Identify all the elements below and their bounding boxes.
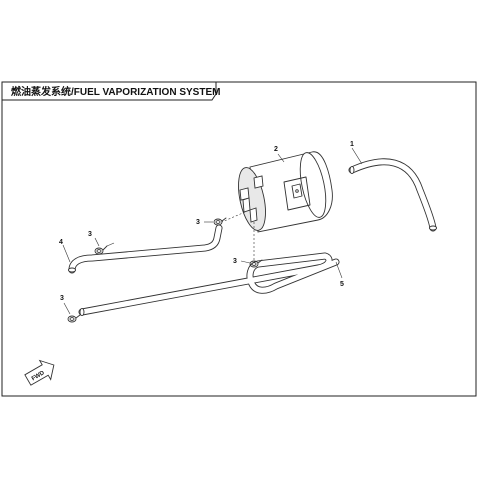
callout-1: 1 <box>350 141 354 148</box>
callout-3: 3 <box>60 295 64 302</box>
diagram-frame <box>1 81 477 397</box>
part-clamp-3c[interactable]: 3 <box>233 258 263 268</box>
title-block: 燃油蒸发系统/FUEL VAPORIZATION SYSTEM <box>1 81 220 101</box>
diagram-title: 燃油蒸发系统/FUEL VAPORIZATION SYSTEM <box>11 85 220 98</box>
forward-arrow-icon: FWD <box>24 359 55 386</box>
callout-5: 5 <box>340 281 344 288</box>
part-hose-4[interactable]: 4 <box>59 224 223 274</box>
part-clamp-3a[interactable]: 3 <box>88 231 115 255</box>
callout-3: 3 <box>196 219 200 226</box>
callout-3: 3 <box>233 258 237 265</box>
part-clamp-3b[interactable]: 3 <box>196 217 227 226</box>
callout-4: 4 <box>59 239 63 246</box>
part-clamp-3d[interactable]: 3 <box>60 295 81 323</box>
part-canister-2[interactable]: 2 <box>234 146 333 233</box>
assembly-line <box>221 211 246 223</box>
part-hose-1[interactable]: 1 <box>348 141 438 232</box>
callout-2: 2 <box>274 146 278 153</box>
callout-3: 3 <box>88 231 92 238</box>
part-hose-5[interactable]: 5 <box>78 252 344 317</box>
